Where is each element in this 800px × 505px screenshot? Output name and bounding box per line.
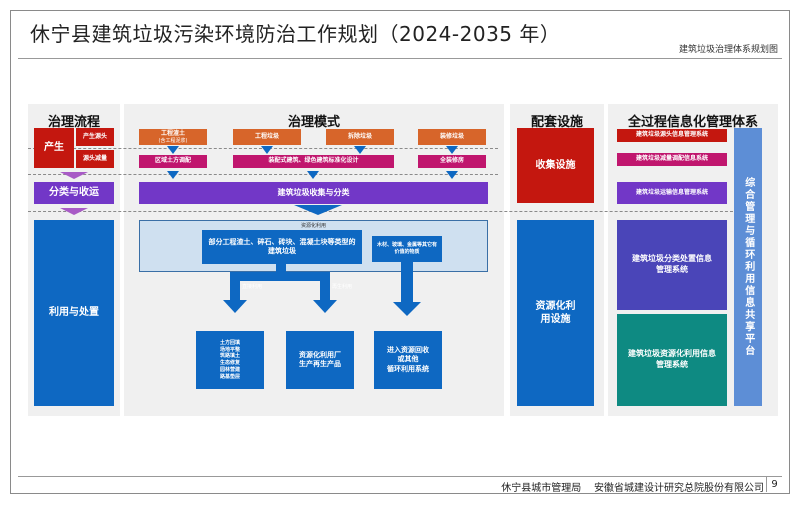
arrow-down-icon (167, 171, 179, 179)
branch-connector (401, 262, 413, 302)
type-box-1-label: 工程渣土 (160, 129, 185, 137)
measure-box-1: 区域土方调配 (139, 155, 207, 168)
system-box-classification: 建筑垃圾分类处置信息管理系统 (617, 220, 727, 310)
header-divider (18, 58, 782, 59)
shared-platform-label: 综合管理与循环利用信息共享平台 (742, 177, 754, 357)
produce-box: 产生 (34, 128, 74, 168)
arrow-label-direct: 直接利用 (242, 284, 263, 290)
result-box-backfill: 土方回填 场地平整 筑路填土 生态修复 园林营建 路基垫层 (196, 331, 264, 389)
branch-connector (230, 272, 240, 300)
arrow-down-icon (446, 171, 458, 179)
page-number: 9 (766, 477, 782, 492)
result-item: 资源化利用厂 (299, 350, 341, 359)
system-box-reduction: 建筑垃圾减量调配信息系统 (617, 153, 727, 166)
type-box-1: 工程渣土 (含工程泥浆) (139, 129, 207, 145)
result-item: 生产再生产品 (299, 360, 341, 368)
use-dispose-box: 利用与处置 (34, 220, 114, 406)
system-box-resource: 建筑垃圾资源化利用信息管理系统 (617, 314, 727, 406)
result-box-recovery-system: 进入资源回收 或其他 循环利用系统 (374, 331, 442, 389)
result-item: 进入资源回收 (387, 345, 429, 354)
dashed-line-2 (28, 174, 498, 175)
collect-classify-box: 建筑垃圾收集与分类 (139, 182, 488, 204)
arrow-down-icon (307, 171, 319, 179)
dashed-line-3 (28, 211, 748, 212)
shared-platform-box: 综合管理与循环利用信息共享平台 (734, 128, 762, 406)
arrow-down-icon (446, 146, 458, 154)
footer-org-2: 安徽省城建设计研究总院股份有限公司 (594, 483, 764, 494)
arrow-down-icon (294, 205, 342, 215)
arrow-down-icon (313, 300, 337, 313)
arrow-down-icon (60, 172, 88, 179)
resource-facility-box: 资源化利用设施 (517, 220, 594, 406)
branch-connector (276, 264, 286, 272)
arrow-label-recycle: 再生利用 (332, 284, 353, 290)
inner-box-recyclables: 木材、玻璃、金属等其它有价值的物质 (372, 236, 442, 262)
arrow-down-icon (167, 146, 179, 154)
result-item: 土方回填 (219, 339, 240, 346)
result-item: 循环利用系统 (387, 364, 429, 373)
page-frame (10, 10, 790, 494)
footer-org-1: 休宁县城市管理局 (501, 483, 582, 494)
page-title: 休宁县建筑垃圾污染环境防治工作规划（2024-2035 年） (30, 22, 561, 46)
sort-collect-box: 分类与收运 (34, 182, 114, 204)
system-box-source: 建筑垃圾源头信息管理系统 (617, 129, 727, 142)
header-process: 治理流程 (47, 115, 100, 130)
type-box-1-sub: (含工程泥浆) (158, 137, 188, 144)
system-box-transport: 建筑垃圾运输信息管理系统 (617, 182, 727, 204)
result-item: 筑路填土 (219, 353, 240, 360)
result-box-recycling-plant: 资源化利用厂 生产再生产品 (286, 331, 354, 389)
arrow-down-icon (354, 146, 366, 154)
header-mode: 治理模式 (287, 115, 340, 130)
result-item: 生态修复 (219, 360, 240, 366)
measure-box-2: 装配式建筑、绿色建筑标准化设计 (233, 155, 394, 168)
arrow-down-icon (261, 146, 273, 154)
branch-connector (230, 272, 330, 281)
type-box-4: 装修垃圾 (418, 129, 486, 145)
arrow-down-icon (60, 208, 88, 215)
arrow-down-icon (223, 300, 247, 313)
measure-box-3: 全装修房 (418, 155, 486, 168)
collection-facility-box: 收集设施 (517, 128, 594, 203)
branch-connector (320, 272, 330, 300)
result-item: 场地平整 (219, 346, 240, 353)
arrow-down-icon (393, 302, 421, 316)
footer-divider (18, 476, 782, 477)
footer-orgs: 休宁县城市管理局 安徽省城建设计研究总院股份有限公司 (501, 479, 764, 494)
resource-utilization-label: 资源化利用 (300, 223, 326, 229)
result-item: 或其他 (397, 355, 419, 364)
reduce-box: 源头减量 (76, 150, 114, 168)
type-box-2: 工程垃圾 (233, 129, 301, 145)
page-subtitle: 建筑垃圾治理体系规划图 (678, 45, 778, 55)
type-box-3: 拆除垃圾 (326, 129, 394, 145)
result-item: 园林营建 (219, 366, 240, 373)
source-box: 产生源头 (76, 128, 114, 146)
header-facilities: 配套设施 (530, 115, 583, 130)
header-info-system: 全过程信息化管理体系 (627, 115, 758, 130)
result-item: 路基垫层 (219, 373, 240, 380)
inner-box-debris: 部分工程渣土、碎石、砖块、混凝土块等类型的建筑垃圾 (202, 230, 362, 264)
